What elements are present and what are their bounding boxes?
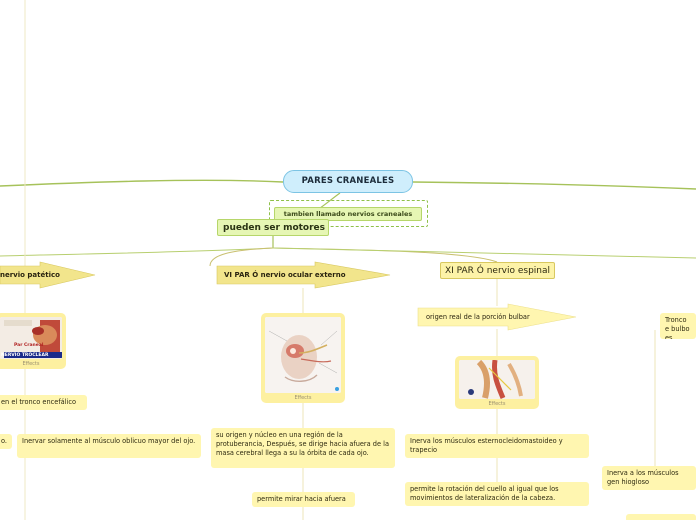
troclear-image-card[interactable]: Par Craneal NERVIO TROCLEAR Effects xyxy=(0,313,66,369)
tag-group-outline xyxy=(269,200,428,227)
abducens-title[interactable]: VI PAR Ó nervio ocular externo xyxy=(224,271,346,279)
abducens-origin-topic[interactable]: su origen y núcleo en una región de la p… xyxy=(211,428,395,468)
image-caption: Effects xyxy=(488,401,506,407)
spinal-illustration-icon xyxy=(459,360,535,399)
spinal-function-topic[interactable]: permite la rotación del cuello al igual … xyxy=(405,482,589,506)
right-bottom-topic[interactable] xyxy=(626,514,696,520)
spinal-origin-topic[interactable]: origen real de la porción bulbar xyxy=(426,313,530,321)
patetico-title[interactable]: nervio patético xyxy=(0,271,60,279)
spinal-image xyxy=(459,360,535,399)
right-tronco-topic[interactable]: Tronco e bulbo es xyxy=(660,313,696,339)
spinal-title[interactable]: XI PAR Ó nervio espinal xyxy=(440,262,555,279)
spinal-image-card[interactable]: Effects xyxy=(455,356,539,409)
troclear-image-line2: NERVIO TROCLEAR xyxy=(1,353,49,358)
abducens-image xyxy=(265,317,341,393)
motores-topic[interactable]: pueden ser motores xyxy=(217,219,329,236)
abducens-function-topic[interactable]: permite mirar hacia afuera xyxy=(252,492,355,507)
image-caption: Effects xyxy=(22,361,40,367)
alias-topic[interactable]: tambien llamado nervios craneales xyxy=(274,207,422,221)
left-cut-topic[interactable]: o. xyxy=(0,434,12,449)
right-hiogloso-topic[interactable]: Inerva a los músculos gen hiogloso xyxy=(602,466,696,490)
abducens-illustration-icon xyxy=(265,317,341,393)
troclear-illustration-icon xyxy=(0,317,62,359)
abducens-image-card[interactable]: Effects xyxy=(261,313,345,403)
spinal-inerva-topic[interactable]: Inerva los músculos esternocleidomastoid… xyxy=(405,434,589,458)
tronco-encefalico-topic[interactable]: en el tronco encefálico xyxy=(0,395,87,410)
troclear-image-line1: Par Craneal xyxy=(14,343,44,348)
central-topic[interactable]: PARES CRANEALES xyxy=(283,170,413,193)
image-caption: Effects xyxy=(294,395,312,401)
troclear-function-topic[interactable]: Inervar solamente al músculo oblicuo may… xyxy=(17,434,201,458)
troclear-image: Par Craneal NERVIO TROCLEAR xyxy=(0,317,62,359)
